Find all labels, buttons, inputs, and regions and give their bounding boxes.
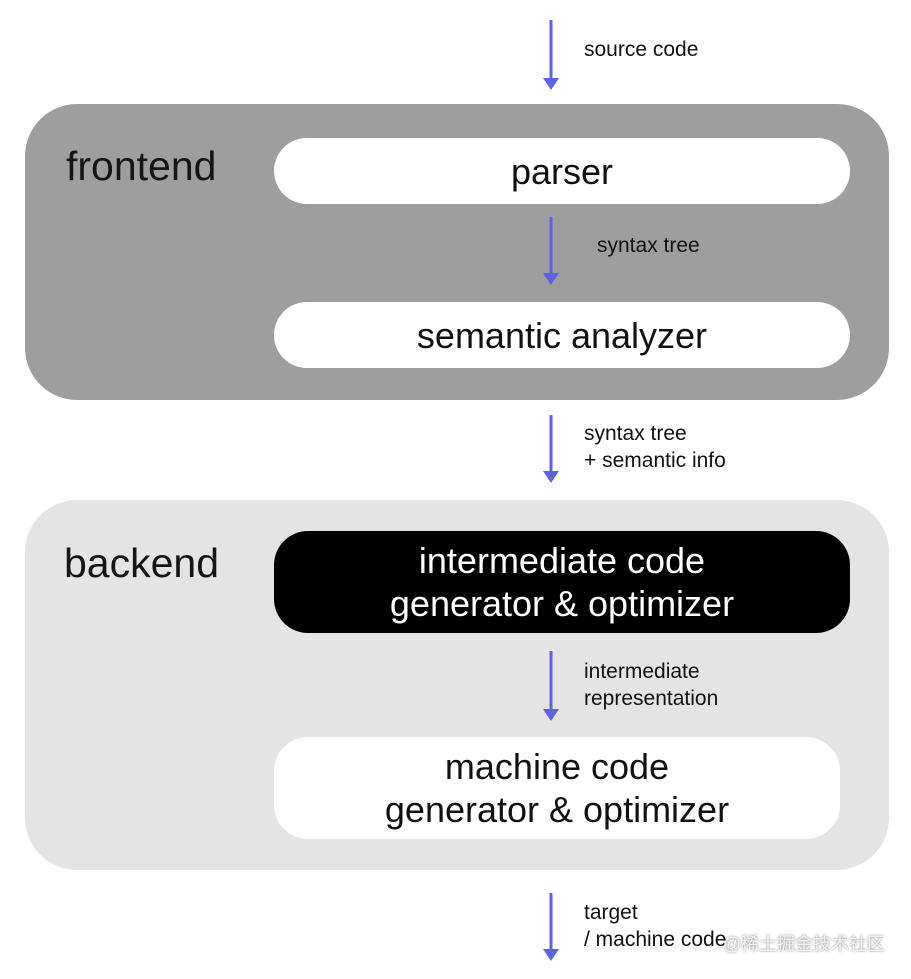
arrow-syntax-tree bbox=[543, 217, 559, 285]
arrow-syntax-tree-semantic-info bbox=[543, 415, 559, 483]
parser-box: parser bbox=[274, 138, 850, 204]
label-intermediate-representation: intermediate representation bbox=[584, 660, 719, 710]
label-syntax-tree-semantic-info: syntax tree + semantic info bbox=[584, 422, 726, 472]
label-target-machine-code: target / machine code bbox=[584, 901, 727, 951]
label-syntax-tree: syntax tree bbox=[597, 234, 700, 257]
machine-code-generator-box: machine code generator & optimizer bbox=[274, 737, 840, 839]
arrow-source-code bbox=[543, 20, 559, 90]
intermediate-code-generator-box: intermediate code generator & optimizer bbox=[274, 531, 850, 633]
arrow-intermediate-representation bbox=[543, 651, 559, 721]
backend-title: backend bbox=[64, 540, 220, 586]
arrow-target-machine-code bbox=[543, 893, 559, 961]
semantic-analyzer-box: semantic analyzer bbox=[274, 302, 850, 368]
watermark: @稀土掘金技术社区 bbox=[722, 934, 885, 954]
label-source-code: source code bbox=[584, 38, 699, 61]
frontend-title: frontend bbox=[66, 143, 217, 189]
